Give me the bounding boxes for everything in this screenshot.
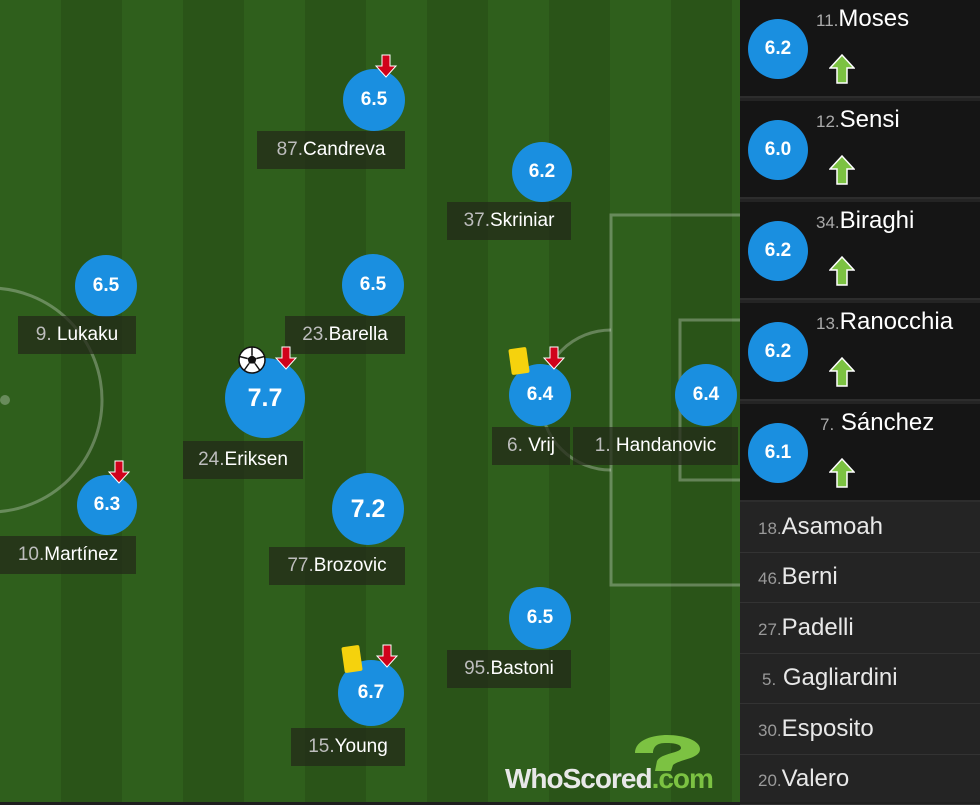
sub-on-item[interactable]: 6.2 34.Biraghi bbox=[740, 202, 980, 300]
logo-wordmark: WhoScored.com bbox=[505, 763, 714, 794]
arrow-down-icon bbox=[107, 460, 131, 484]
player-label: 1. Handanovic bbox=[573, 427, 738, 465]
arrow-down-icon bbox=[375, 644, 399, 668]
bench-name: 30.Esposito bbox=[758, 715, 874, 742]
player-name: Bastoni bbox=[490, 658, 554, 679]
rating-badge: 6.5 bbox=[75, 255, 137, 317]
rating-badge: 6.0 bbox=[748, 120, 808, 180]
player-label: 37.Skriniar bbox=[447, 202, 571, 240]
pitch: 6.5 87.Candreva 6.2 37.Skriniar 6.5 9. L… bbox=[0, 0, 740, 802]
arrow-up-icon bbox=[829, 155, 855, 185]
rating-badge: 7.7 bbox=[225, 358, 305, 438]
arrow-down-icon bbox=[374, 54, 398, 78]
bench-name: 46.Berni bbox=[758, 563, 838, 590]
rating-badge: 6.5 bbox=[509, 587, 571, 649]
arrow-up-icon bbox=[829, 54, 855, 84]
player-name: Barella bbox=[328, 324, 388, 345]
shirt-number: 6. bbox=[507, 435, 523, 456]
rating-badge: 6.2 bbox=[512, 142, 572, 202]
bench-item[interactable]: 46.Berni bbox=[740, 553, 980, 603]
player-label: 77.Brozovic bbox=[269, 547, 405, 585]
sub-name: 12.Sensi bbox=[816, 106, 900, 133]
player-label: 24.Eriksen bbox=[183, 441, 303, 479]
rating-badge: 6.2 bbox=[748, 322, 808, 382]
rating-badge: 6.4 bbox=[509, 364, 571, 426]
player-label: 6. Vrij bbox=[492, 427, 570, 465]
shirt-number: 23. bbox=[302, 324, 329, 345]
shirt-number: 77. bbox=[287, 555, 314, 576]
arrow-up-icon bbox=[829, 458, 855, 488]
shirt-number: 9. bbox=[35, 324, 52, 345]
player-name: Martínez bbox=[44, 544, 119, 565]
rating-badge: 6.1 bbox=[748, 423, 808, 483]
bench-item[interactable]: 27.Padelli bbox=[740, 604, 980, 654]
bench-item[interactable]: 30.Esposito bbox=[740, 705, 980, 755]
sub-name: 7. Sánchez bbox=[820, 409, 935, 436]
sub-on-item[interactable]: 6.0 12.Sensi bbox=[740, 101, 980, 199]
player-label: 10.Martínez bbox=[0, 536, 136, 574]
bench-item[interactable]: 20.Valero bbox=[740, 755, 980, 805]
bench-name: 5. Gagliardini bbox=[762, 664, 898, 691]
arrow-up-icon bbox=[829, 256, 855, 286]
arrow-up-icon bbox=[829, 357, 855, 387]
shirt-number: 37. bbox=[463, 210, 490, 231]
rating-badge: 7.2 bbox=[332, 473, 404, 545]
question-mark-logo-icon bbox=[635, 735, 700, 771]
sub-name: 11.Moses bbox=[816, 5, 910, 32]
rating-badge: 6.5 bbox=[342, 254, 404, 316]
player-name: Eriksen bbox=[224, 449, 288, 470]
sub-on-item[interactable]: 6.2 13.Ranocchia bbox=[740, 303, 980, 401]
yellow-card-icon bbox=[508, 346, 530, 376]
sub-name: 34.Biraghi bbox=[816, 207, 915, 234]
player-label: 23.Barella bbox=[285, 316, 405, 354]
sub-name: 13.Ranocchia bbox=[816, 308, 954, 335]
arrow-down-icon bbox=[542, 346, 566, 370]
bench-name: 18.Asamoah bbox=[758, 513, 884, 540]
shirt-number: 24. bbox=[198, 449, 225, 470]
shirt-number: 95. bbox=[464, 658, 491, 679]
substitutes-panel: 6.2 11.Moses 6.0 12.Sensi 6.2 34.Biraghi… bbox=[740, 0, 980, 805]
football-icon bbox=[238, 346, 266, 374]
rating-badge: 6.2 bbox=[748, 221, 808, 281]
yellow-card-icon bbox=[341, 644, 363, 674]
rating-badge: 6.5 bbox=[343, 69, 405, 131]
player-name: Lukaku bbox=[56, 324, 119, 345]
player-label: 87.Candreva bbox=[257, 131, 405, 169]
shirt-number: 87. bbox=[276, 139, 304, 160]
player-name: Vrij bbox=[528, 435, 555, 456]
player-name: Skriniar bbox=[490, 210, 555, 231]
rating-badge: 6.2 bbox=[748, 19, 808, 79]
player-label: 95.Bastoni bbox=[447, 650, 571, 688]
rating-badge: 6.4 bbox=[675, 364, 737, 426]
player-label: 15.Young bbox=[291, 728, 405, 766]
bench-item[interactable]: 18.Asamoah bbox=[740, 503, 980, 553]
bench-name: 20.Valero bbox=[758, 765, 850, 792]
shirt-number: 1. bbox=[594, 435, 611, 456]
player-label: 9. Lukaku bbox=[18, 316, 136, 354]
shirt-number: 10. bbox=[17, 544, 45, 565]
player-name: Handanovic bbox=[615, 435, 717, 456]
player-name: Candreva bbox=[303, 139, 386, 160]
whoscored-logo: WhoScored.com bbox=[505, 735, 730, 800]
arrow-down-icon bbox=[274, 346, 298, 370]
bench-item[interactable]: 5. Gagliardini bbox=[740, 654, 980, 704]
player-name: Young bbox=[334, 736, 388, 757]
player-name: Brozovic bbox=[313, 555, 387, 576]
rating-badge: 6.3 bbox=[77, 475, 137, 535]
bench-name: 27.Padelli bbox=[758, 614, 854, 641]
sub-on-item[interactable]: 6.2 11.Moses bbox=[740, 0, 980, 98]
shirt-number: 15. bbox=[308, 736, 335, 757]
sub-on-item[interactable]: 6.1 7. Sánchez bbox=[740, 404, 980, 502]
